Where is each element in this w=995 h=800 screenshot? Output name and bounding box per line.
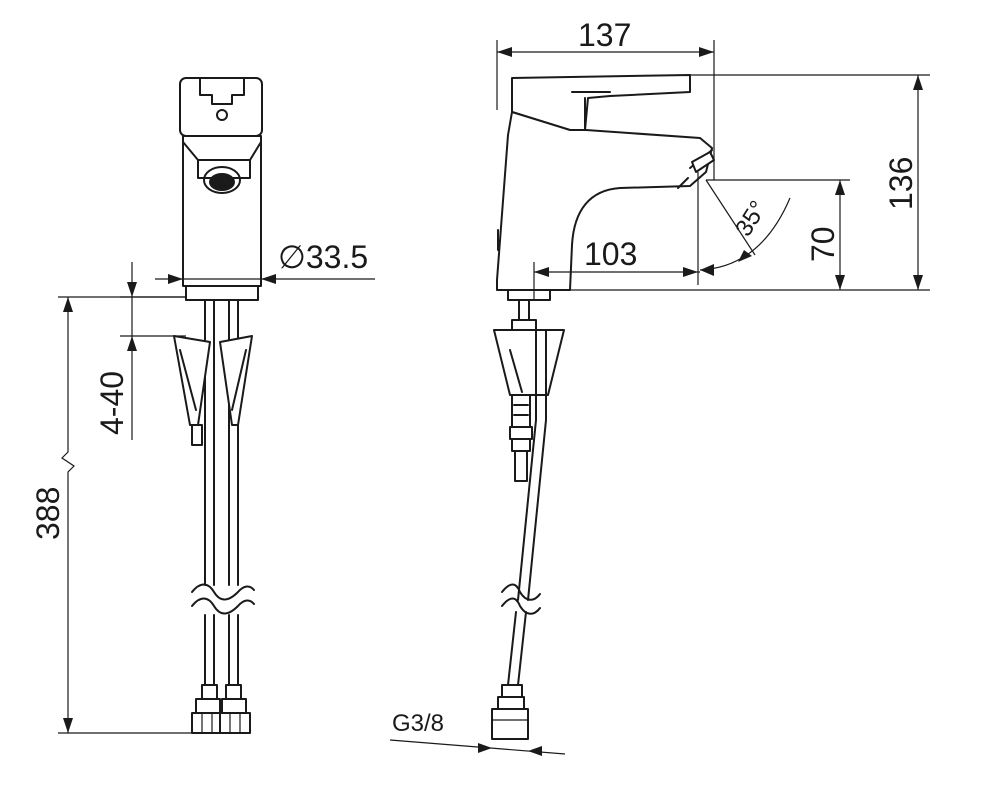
dim-thread-label: G3/8 — [392, 710, 444, 737]
dim-width-label: 137 — [578, 17, 631, 53]
dim-spout-angle-label: 35° — [730, 196, 772, 241]
dim-deck-thickness: 4-40 — [94, 262, 186, 440]
front-clamp — [173, 335, 253, 446]
front-hoses — [191, 299, 255, 734]
dim-deck-thickness-label: 4-40 — [94, 371, 130, 435]
dim-width: 137 — [496, 17, 715, 180]
dim-spout-reach: 103 — [533, 172, 700, 300]
dim-spout-reach-label: 103 — [584, 236, 637, 272]
dim-spout-height: 70 — [706, 179, 850, 290]
dim-spout-angle: 35° — [699, 179, 791, 276]
side-clamp — [493, 299, 565, 428]
dim-diameter: ∅33.5 — [155, 239, 375, 284]
side-view: 137 136 70 103 — [389, 17, 930, 756]
dim-hose-length: 388 — [30, 296, 192, 734]
dim-thread: G3/8 — [389, 710, 566, 756]
dim-spout-height-label: 70 — [805, 226, 841, 262]
front-view: ∅33.5 4-40 388 — [30, 77, 375, 734]
front-handle — [179, 77, 263, 137]
front-body — [182, 135, 262, 301]
side-hose — [491, 329, 547, 740]
dim-height-label: 136 — [883, 157, 919, 210]
dim-height: 136 — [570, 74, 930, 291]
dim-diameter-label: ∅33.5 — [278, 239, 368, 275]
dim-hose-length-label: 388 — [30, 487, 66, 540]
